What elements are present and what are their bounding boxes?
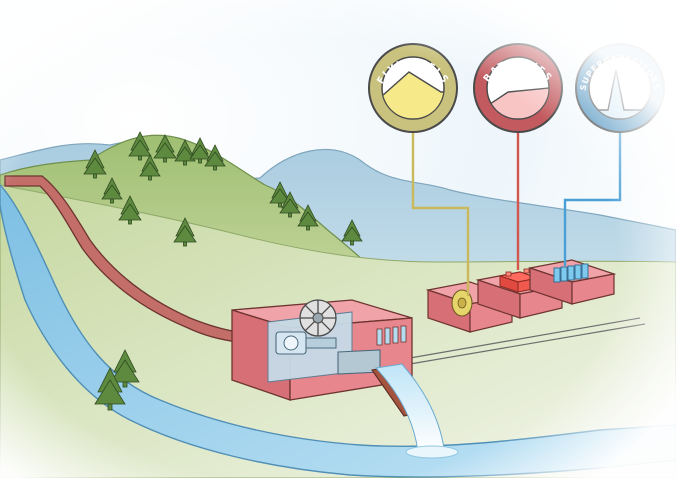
flywheels-gauge: FLYWHEELS: [368, 43, 458, 133]
splash: [405, 445, 459, 459]
turbine-icon: [299, 299, 337, 337]
batteries-gauge: BATTERIES: [473, 43, 563, 133]
supercapacitors-gauge: SUPERCAPACITORS: [575, 43, 665, 133]
